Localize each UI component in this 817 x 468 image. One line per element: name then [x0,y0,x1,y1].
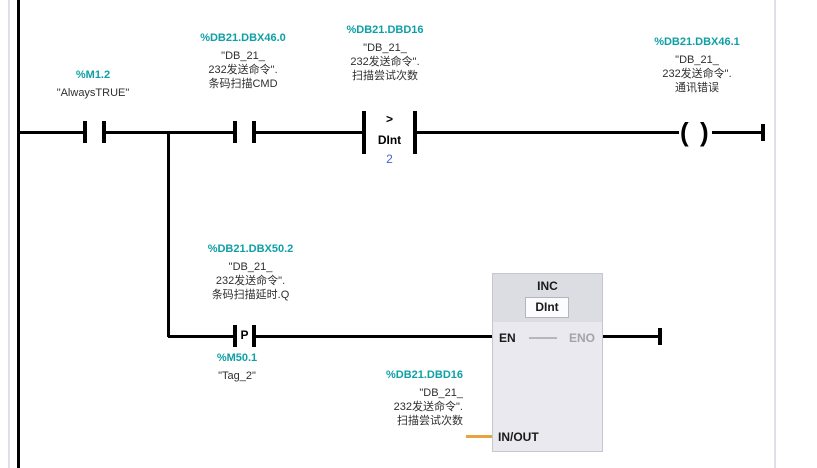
operand-name[interactable]: 扫描尝试次数 [397,415,463,427]
operand-name[interactable]: 条码扫描延时.Q [211,289,290,301]
en-eno-separator [529,337,557,339]
wire-rail-to-contact1 [19,131,83,134]
operand-scan-delay-q[interactable]: %DB21.DBX50.2 "DB_21_ 232发送命令". 条码扫描延时.Q [178,242,323,302]
inout-connection-wire [466,435,492,438]
contact-bar [102,121,106,143]
operand-comm-error[interactable]: %DB21.DBX46.1 "DB_21_ 232发送命令". 通讯错误 [627,35,767,95]
operand-address[interactable]: %DB21.DBX46.1 [654,36,740,48]
wire-eno-to-end [603,335,661,338]
inc-block[interactable]: INC DInt EN ENO IN/OUT [492,273,603,452]
pin-inout[interactable]: IN/OUT [498,430,539,444]
operand-address[interactable]: %DB21.DBD16 [385,369,463,381]
contact-bar [233,325,237,347]
contact-bar [233,121,237,143]
compare-datatype[interactable]: DInt [377,133,402,147]
operand-name[interactable]: 条码扫描CMD [208,78,278,90]
wire-compare-to-coil [416,131,679,134]
compare-value[interactable]: 2 [386,152,393,166]
operand-address[interactable]: %DB21.DBX46.0 [200,32,286,44]
network-right-border [774,0,776,468]
operand-name[interactable]: 232发送命令". [215,275,286,287]
operand-name[interactable]: "DB_21_ [363,42,407,54]
operand-name[interactable]: "DB_21_ [228,261,273,273]
operand-name[interactable]: "Tag_2" [218,370,256,382]
operand-name[interactable]: 232发送命令". [393,401,463,413]
pin-eno[interactable]: ENO [568,331,595,345]
operand-name[interactable]: 232发送命令". [208,64,278,76]
wire-coil-to-end [712,131,764,134]
wire-contact2-to-compare [255,131,362,134]
p-contact-symbol: P [240,328,249,342]
compare-bar [362,111,366,154]
power-rail [17,0,20,468]
operand-inout[interactable]: %DB21.DBD16 "DB_21_ 232发送命令". 扫描尝试次数 [323,368,463,428]
rung1-end-tick [761,124,765,141]
contact-bar [83,121,87,143]
operand-name[interactable]: 232发送命令". [350,56,420,68]
wire-branch-to-pcontact [168,335,233,338]
branch-wire [167,131,170,337]
operand-address[interactable]: %DB21.DBX50.2 [207,243,294,255]
operand-name[interactable]: "DB_21_ [221,50,265,62]
operand-address[interactable]: %M50.1 [216,352,258,364]
operand-scan-cmd[interactable]: %DB21.DBX46.0 "DB_21_ 232发送命令". 条码扫描CMD [173,31,313,91]
coil-open-paren: ( [680,117,689,147]
operand-always-true[interactable]: %M1.2 "AlwaysTRUE" [23,68,163,100]
operand-name[interactable]: "DB_21_ [419,387,463,399]
network-left-border [8,0,10,468]
compare-bar [413,111,417,154]
compare-operator[interactable]: > [385,112,393,126]
pin-en[interactable]: EN [499,331,516,345]
operand-compare[interactable]: %DB21.DBD16 "DB_21_ 232发送命令". 扫描尝试次数 [315,23,455,83]
operand-name[interactable]: 通讯错误 [675,82,719,94]
coil-close-paren: ) [700,117,709,147]
contact-bar [252,325,256,347]
operand-address[interactable]: %M1.2 [75,69,111,81]
operand-name[interactable]: 232发送命令". [662,68,732,80]
operand-name[interactable]: "DB_21_ [675,54,719,66]
wire-pcontact-to-block [255,335,492,338]
operand-name[interactable]: 扫描尝试次数 [352,70,418,82]
operand-address[interactable]: %DB21.DBD16 [346,24,424,36]
operand-name[interactable]: "AlwaysTRUE" [56,87,130,99]
operand-edge-memory[interactable]: %M50.1 "Tag_2" [177,351,297,383]
contact-bar [252,121,256,143]
rung2-end-tick [658,328,662,345]
inc-block-title: INC [537,279,558,293]
inc-datatype-dropdown[interactable]: DInt [525,297,569,318]
